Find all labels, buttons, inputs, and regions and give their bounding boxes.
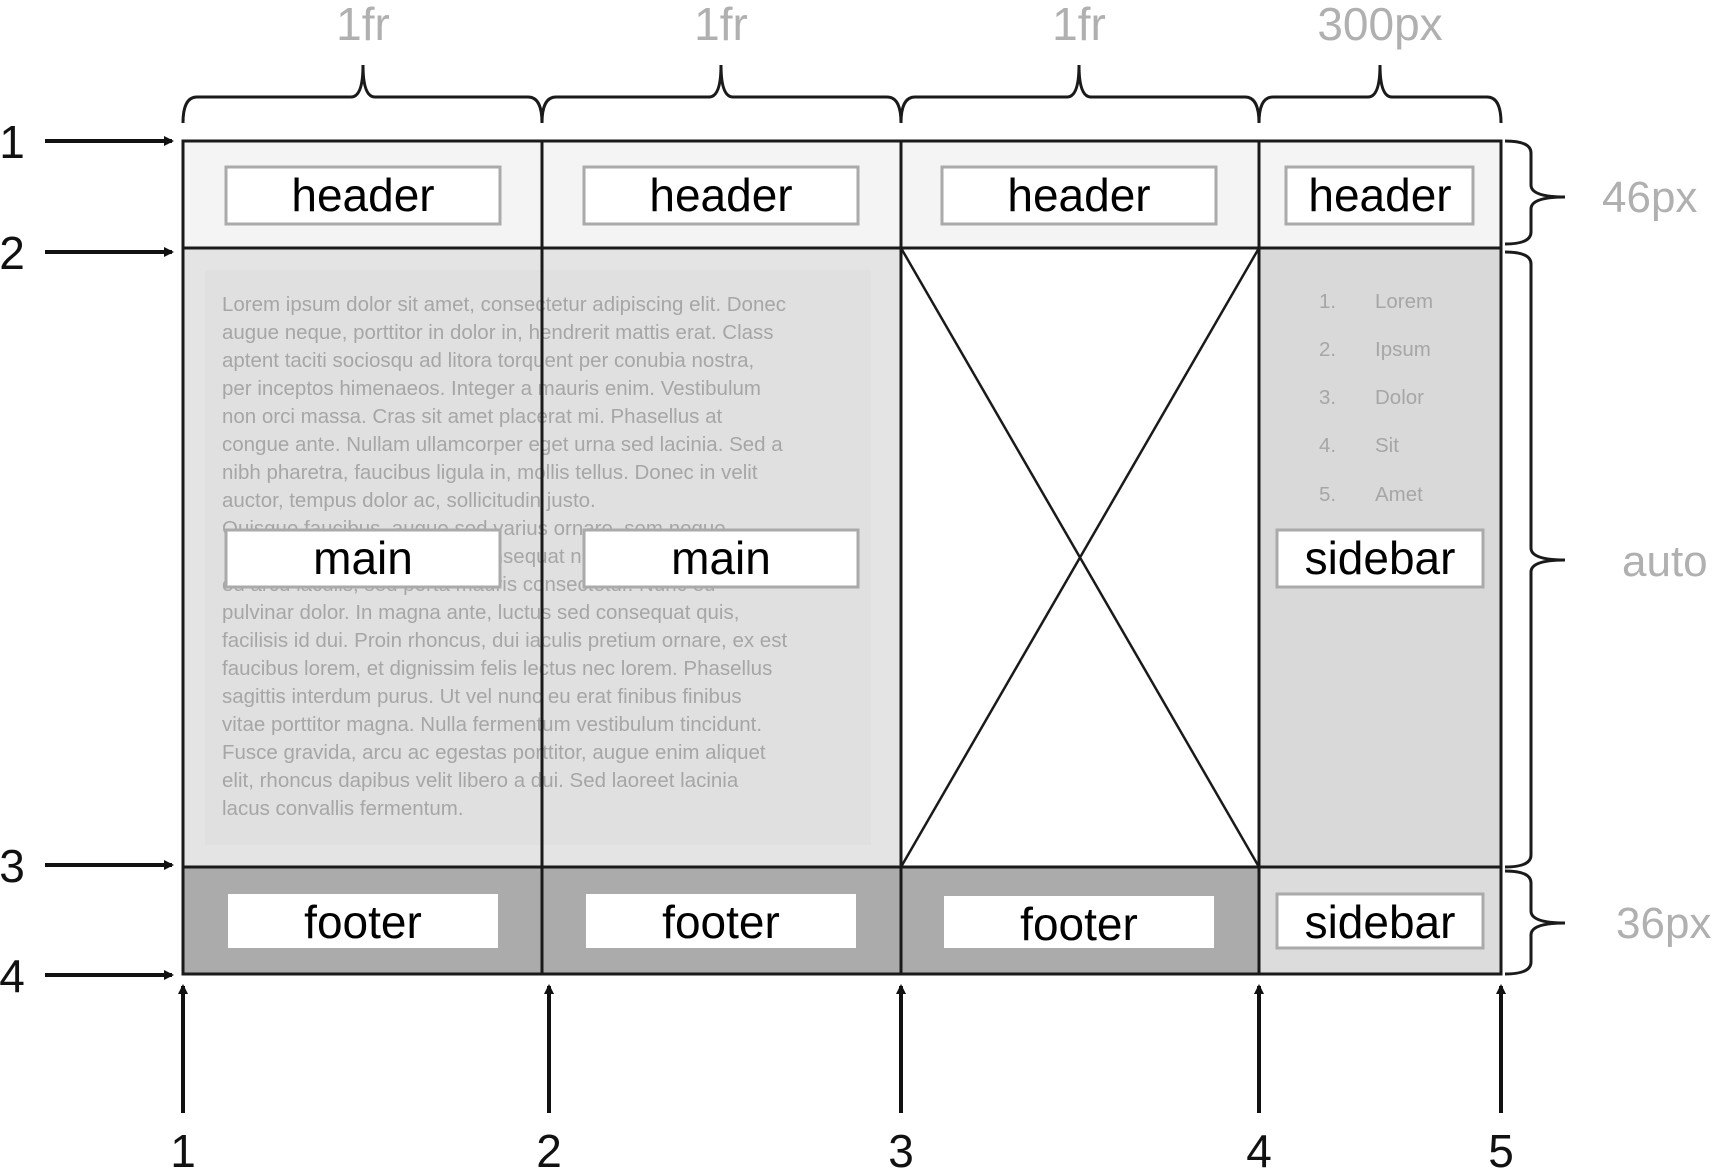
footer-label: footer [662,896,780,948]
footer-label-box [228,894,498,948]
header-labels: header header header header [224,165,1475,226]
sidebar-label-box [1275,528,1485,589]
sidebar-list-number: 2. [1319,338,1336,361]
lorem-line: sagittis interdum purus. Ut vel nunc eu … [222,685,742,708]
header-label-box [582,165,860,226]
sidebar-list-text: Lorem [1375,290,1433,313]
sidebar-list: 1. Lorem 2. Ipsum 3. Dolor 4. Sit 5. Ame… [1319,290,1433,506]
row-line-arrows [45,136,174,980]
lorem-line: nibh pharetra, faucibus ligula in, molli… [222,461,758,484]
main-label-box [224,528,502,589]
row-line-numbers: 1 2 3 4 [0,116,25,1002]
grid-lines [181,139,1503,976]
sidebar-label: sidebar [1305,896,1456,948]
header-label-box [1284,165,1475,226]
lorem-line: vitae porttitor magna. Nulla fermentum v… [222,713,762,736]
cross-line [899,247,1261,868]
footer-labels: footer footer footer [228,894,1214,950]
lorem-line: augue neque, porttitor in dolor in, hend… [222,321,774,344]
lorem-line: auctor, tempus dolor ac, sollicitudin ju… [222,489,596,512]
header-label: header [649,169,792,221]
sidebar-label: sidebar [1305,532,1456,584]
row-braces [1504,139,1566,976]
column-brace [540,64,903,124]
lorem-line: aptent taciti sociosqu ad litora torquen… [222,349,754,372]
footer-label: footer [304,896,422,948]
column-line-arrows [178,984,1506,1113]
column-size-label: 300px [1317,0,1442,50]
lorem-line: facilisis id dui. Proin rhoncus, dui iac… [222,629,787,652]
sidebar-label-box [1275,892,1485,950]
row-size-labels: 46px auto 36px [1602,173,1711,948]
sidebar-list-number: 4. [1319,434,1336,457]
sidebar-list-number: 1. [1319,290,1336,313]
row-size-label: 46px [1602,173,1697,222]
column-size-label: 1fr [694,0,748,50]
lorem-line: congue ante. Nullam ullamcorper eget urn… [222,433,783,456]
row-line-number: 4 [0,950,25,1002]
sidebar-labels: sidebar sidebar [1275,528,1485,950]
footer-label-box [944,896,1214,948]
column-line-number: 3 [888,1125,914,1171]
sidebar-list-number: 5. [1319,483,1336,506]
lorem-line: Fusce gravida, arcu ac egestas porttitor… [222,741,766,764]
column-brace [899,64,1261,124]
lorem-line: per inceptos himenaeos. Integer a mauris… [222,377,761,400]
header-label-box [224,165,502,226]
row-brace [1504,139,1566,246]
row-size-label: auto [1622,537,1708,586]
lorem-line: lacus convallis fermentum. [222,797,464,820]
row-line-number: 1 [0,116,25,168]
sidebar-list-text: Amet [1375,483,1423,506]
sidebar-list-number: 3. [1319,386,1336,409]
column-line-number: 4 [1246,1125,1272,1171]
column-line-number: 5 [1488,1125,1514,1171]
column-line-numbers: 1 2 3 4 5 [170,1125,1514,1171]
row-line-number: 3 [0,840,25,892]
column-size-labels: 1fr 1fr 1fr 300px [336,0,1443,50]
main-label: main [313,532,413,584]
main-label: main [671,532,771,584]
lorem-line: faucibus lorem, et dignissim felis lectu… [222,657,772,680]
column-line-number: 1 [170,1125,196,1171]
column-brace [1257,64,1503,124]
lorem-line: Lorem ipsum dolor sit amet, consectetur … [222,293,786,316]
column-line-number: 2 [536,1125,562,1171]
header-label: header [291,169,434,221]
column-brace [181,64,544,124]
empty-cell-cross [899,247,1261,868]
grid-outline [181,139,1503,976]
sidebar-list-text: Dolor [1375,386,1424,409]
sidebar-list-text: Ipsum [1375,338,1431,361]
sidebar-list-text: Sit [1375,434,1399,457]
column-braces [181,64,1503,124]
footer-label-box [586,894,856,948]
main-labels: main main [224,528,860,589]
column-size-label: 1fr [1052,0,1106,50]
row-line-number: 2 [0,227,25,279]
header-label-box [940,165,1218,226]
main-label-box [582,528,860,589]
row-brace [1504,250,1566,869]
row-brace [1504,869,1566,976]
header-label: header [1007,169,1150,221]
lorem-line: non orci massa. Cras sit amet placerat m… [222,405,722,428]
row-size-label: 36px [1616,899,1711,948]
column-size-label: 1fr [336,0,390,50]
lorem-line: pulvinar dolor. In magna ante, luctus se… [222,601,739,624]
lorem-line: elit, rhoncus dapibus velit libero a dui… [222,769,739,792]
footer-label: footer [1020,898,1138,950]
header-label: header [1308,169,1451,221]
